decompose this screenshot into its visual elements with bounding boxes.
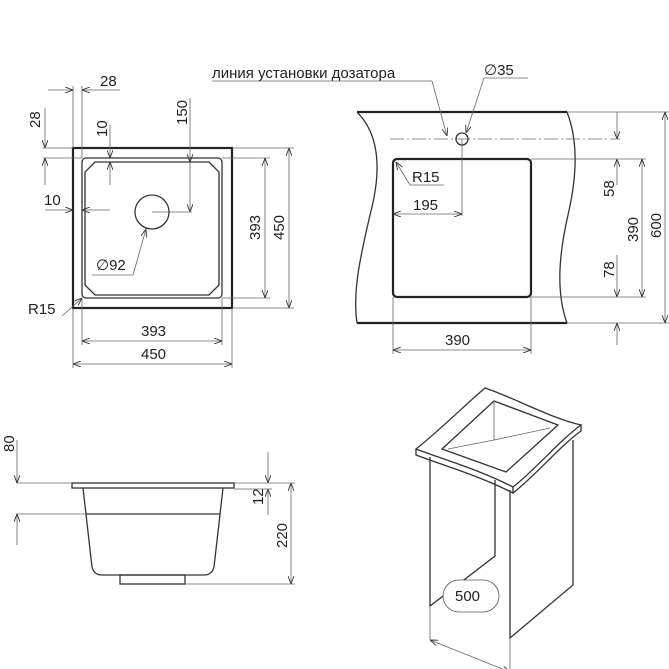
width-label-bubble [442,579,500,613]
dim-bottom: 78 [601,261,618,278]
drain-diameter: ∅92 [96,257,126,274]
outer-width: 450 [141,346,166,363]
dispenser-hole-diameter: ∅35 [484,62,514,79]
cutout-height: 390 [625,217,642,242]
inner-width: 393 [141,323,166,340]
top-view: 28 28 10 150 10 ∅92 R15 393 450 [27,73,294,368]
sink-body [82,487,224,576]
bowl-outline [81,157,223,299]
cutout-view: линия установки дозатора ∅35 R15 195 390… [212,62,669,354]
cabinet-right-panel [509,440,574,640]
dim-220: 220 [274,523,291,548]
corner-radius: R15 [28,301,56,318]
dim-flange-x: 28 [100,73,117,90]
dim-top: 58 [601,180,618,197]
countertop-break-left [355,111,378,324]
side-view: 80 12 220 [1,435,295,585]
cutout-width: 390 [445,332,470,349]
cabinet-width: 500 [455,588,480,605]
sink-outer-outline [71,146,234,310]
outer-height: 450 [271,215,288,240]
countertop-break-right [559,111,576,324]
dim-12: 12 [250,488,267,505]
countertop-depth: 600 [648,213,665,238]
inner-height: 393 [247,215,264,240]
dim-80: 80 [1,435,18,452]
dim-inner-offset-x: 10 [44,192,61,209]
dim-drain-offset-y: 150 [174,100,191,125]
cutout-corner-radius: R15 [412,169,440,186]
hole-offset: 195 [413,197,438,214]
sink-rim [71,482,235,489]
dim-inner-offset-y: 10 [94,120,111,137]
dim-flange-y: 28 [27,111,44,128]
drain-outlet [119,574,186,585]
isometric-view: 500 [414,387,583,669]
sink-opening [440,400,560,473]
dispenser-line-label: линия установки дозатора [212,65,396,82]
